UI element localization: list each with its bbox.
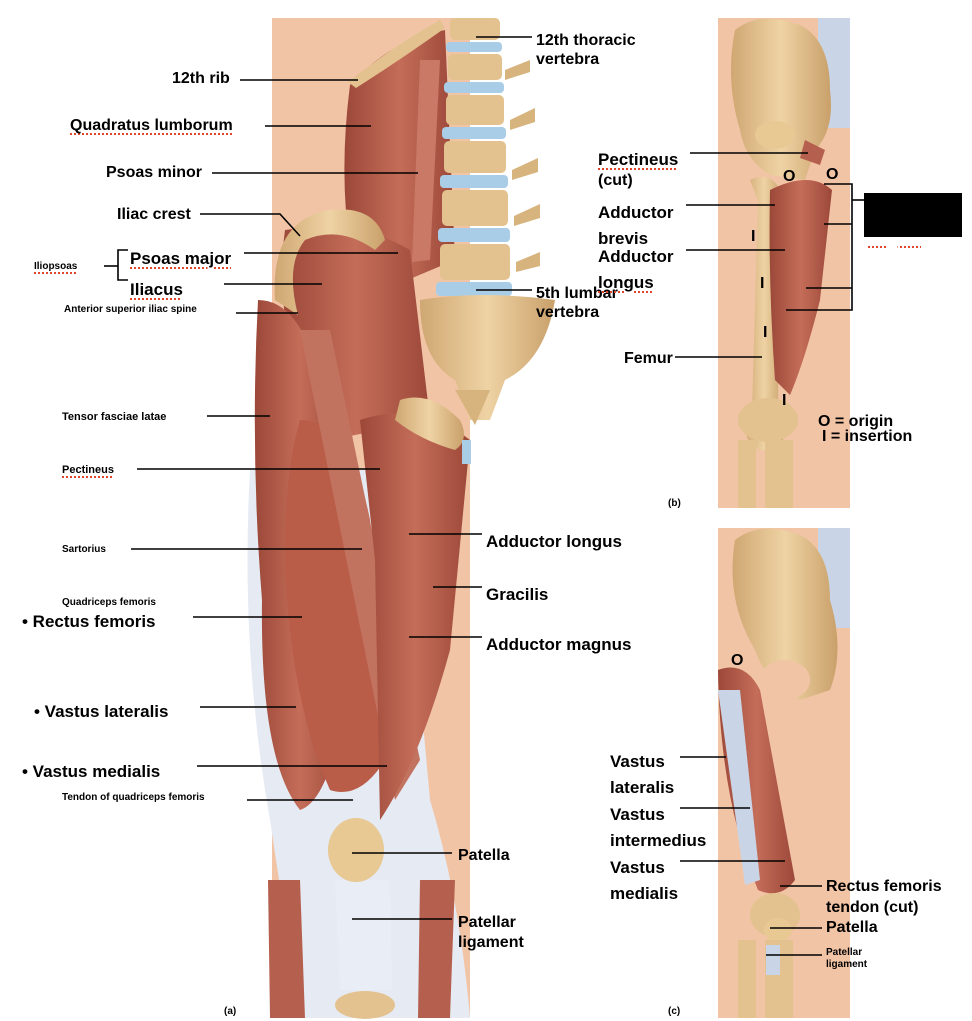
label-pectineus-b: Pectineus bbox=[598, 150, 679, 169]
adductor-muscles bbox=[360, 413, 470, 820]
label-patella-c: Patella bbox=[826, 919, 878, 936]
origin-marker-b1: O bbox=[783, 168, 796, 185]
lower-leg-muscles bbox=[268, 880, 305, 1018]
insertion-marker-b4: I bbox=[782, 392, 787, 409]
label-5th-lumbar-line2: vertebra bbox=[536, 304, 600, 321]
label-adductor-longus-b1: Adductor bbox=[598, 247, 674, 266]
leader-lines bbox=[104, 36, 864, 956]
label-adductor-longus-a: Adductor longus bbox=[486, 532, 622, 551]
label-psoas-major: Psoas major bbox=[130, 249, 232, 268]
label-psoas-minor: Psoas minor bbox=[106, 164, 203, 181]
label-magnus-partial: magnus bbox=[868, 232, 922, 248]
label-iliac-crest: Iliac crest bbox=[117, 206, 191, 223]
legend-insertion: I = insertion bbox=[822, 428, 913, 445]
label-tendon-quadriceps: Tendon of quadriceps femoris bbox=[62, 792, 205, 803]
label-rectus-femoris: • Rectus femoris bbox=[22, 612, 156, 631]
label-vastus-lateralis-c2: lateralis bbox=[610, 778, 675, 797]
label-adductor-brevis-2: brevis bbox=[598, 229, 649, 248]
label-cut-b: (cut) bbox=[598, 172, 633, 189]
label-12th-rib: 12th rib bbox=[172, 70, 230, 87]
insertion-marker-b2: I bbox=[760, 275, 765, 292]
vertebral-column bbox=[420, 18, 555, 425]
label-vastus-intermedius-c2: intermedius bbox=[610, 831, 707, 850]
origin-marker-b2: O bbox=[826, 166, 839, 183]
legend-origin: O = origin bbox=[818, 413, 894, 430]
panel-c-figure bbox=[718, 528, 850, 1018]
label-5th-lumbar-line1: 5th lumbar bbox=[536, 285, 618, 302]
label-vastus-medialis: • Vastus medialis bbox=[22, 762, 161, 781]
label-adductor-longus-b2: longus bbox=[598, 273, 654, 292]
label-gracilis: Gracilis bbox=[486, 585, 549, 604]
label-patella-a: Patella bbox=[458, 847, 510, 864]
psoas-minor-muscle bbox=[412, 60, 440, 262]
pectineus-cut bbox=[800, 140, 825, 165]
label-adductor-brevis-1: Adductor bbox=[598, 203, 674, 222]
panel-b-label: (b) bbox=[668, 498, 681, 509]
twelfth-rib-bone bbox=[348, 20, 445, 88]
label-12th-thoracic-line1: 12th thoracic bbox=[536, 32, 636, 49]
pelvis-bone-c bbox=[732, 528, 838, 700]
label-iliopsoas: Iliopsoas bbox=[34, 261, 78, 272]
label-pectineus: Pectineus bbox=[62, 464, 114, 476]
label-anterior-superior-iliac-spine: Anterior superior iliac spine bbox=[64, 304, 197, 315]
label-sartorius: Sartorius bbox=[62, 544, 106, 555]
panel-c-label: (c) bbox=[668, 1006, 681, 1017]
label-femur: Femur bbox=[624, 350, 673, 367]
iliac-crest-bone bbox=[274, 209, 385, 315]
insertion-marker-b1: I bbox=[751, 228, 756, 245]
label-patellar-ligament-line1: Patellar bbox=[458, 914, 516, 931]
label-vastus-intermedius-c1: Vastus bbox=[610, 805, 665, 824]
label-quadratus-lumborum: Quadratus lumborum bbox=[70, 117, 233, 134]
panel-a-label: (a) bbox=[224, 1006, 237, 1017]
label-tensor-fasciae-latae: Tensor fasciae latae bbox=[62, 411, 167, 423]
label-iliacus: Iliacus bbox=[130, 280, 183, 299]
origin-marker-c: O bbox=[731, 652, 744, 669]
label-adductor-magnus-a: Adductor magnus bbox=[486, 635, 632, 654]
insertion-marker-b3: I bbox=[763, 324, 768, 341]
label-patellar-ligament-c2: ligament bbox=[826, 959, 868, 970]
tibia-tuberosity bbox=[335, 991, 395, 1019]
label-vastus-medialis-c2: medialis bbox=[610, 884, 679, 903]
label-rectus-femoris-tendon-2: tendon (cut) bbox=[826, 899, 919, 916]
label-patellar-ligament-c1: Patellar bbox=[826, 947, 863, 958]
label-quadriceps-femoris: Quadriceps femoris bbox=[62, 597, 156, 608]
label-vastus-lateralis: • Vastus lateralis bbox=[34, 702, 169, 721]
patella-bone bbox=[328, 818, 384, 882]
patellar-ligament-shape bbox=[335, 880, 392, 990]
pelvis-bone-b bbox=[731, 18, 831, 181]
label-patellar-ligament-line2: ligament bbox=[458, 934, 524, 951]
lower-leg-muscles-right bbox=[418, 880, 455, 1018]
label-vastus-lateralis-c1: Vastus bbox=[610, 752, 665, 771]
panel-b-figure bbox=[718, 18, 850, 508]
adductor-muscles-b bbox=[769, 180, 832, 395]
pubic-bone bbox=[395, 397, 464, 450]
panel-a-figure bbox=[247, 18, 555, 1019]
redaction-box bbox=[864, 193, 962, 237]
label-vastus-medialis-c1: Vastus bbox=[610, 858, 665, 877]
label-12th-thoracic-line2: vertebra bbox=[536, 51, 600, 68]
label-rectus-femoris-tendon-1: Rectus femoris bbox=[826, 878, 942, 895]
